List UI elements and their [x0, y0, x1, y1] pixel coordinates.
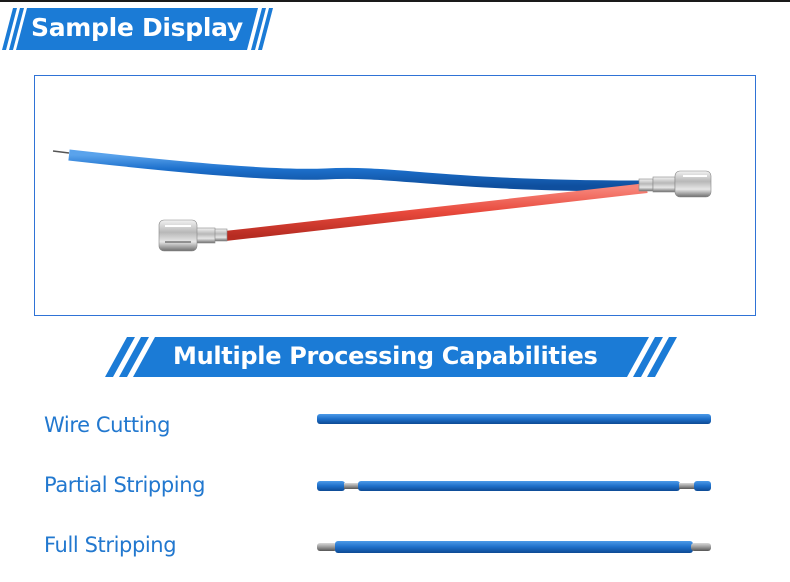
- left-terminal: [158, 219, 228, 252]
- capability-row-wire-cutting: Wire Cutting: [0, 405, 790, 445]
- blue-wire: [68, 149, 646, 192]
- red-wire: [224, 183, 648, 241]
- section-banner-sample-display: Sample Display: [0, 8, 280, 50]
- plain-wire-icon: [317, 414, 711, 424]
- top-rule: [0, 0, 790, 2]
- wire-harness-illustration: [52, 149, 712, 252]
- right-terminal: [638, 170, 712, 198]
- sample-image-frame: [34, 75, 756, 316]
- capability-label: Wire Cutting: [44, 413, 171, 437]
- exposed-conductor: [52, 150, 70, 154]
- section-title: Multiple Processing Capabilities: [173, 342, 598, 370]
- partial-strip-wire-icon: [317, 481, 711, 491]
- banner-background: [105, 337, 677, 377]
- section-title: Sample Display: [31, 13, 243, 42]
- banner-background: [2, 8, 273, 50]
- capability-label: Partial Stripping: [44, 473, 206, 497]
- capability-row-full-stripping: Full Stripping: [0, 525, 790, 565]
- full-strip-wire-icon: [317, 541, 711, 553]
- capability-label: Full Stripping: [44, 533, 177, 557]
- section-banner-capabilities: Multiple Processing Capabilities: [105, 337, 685, 377]
- capability-row-partial-stripping: Partial Stripping: [0, 465, 790, 505]
